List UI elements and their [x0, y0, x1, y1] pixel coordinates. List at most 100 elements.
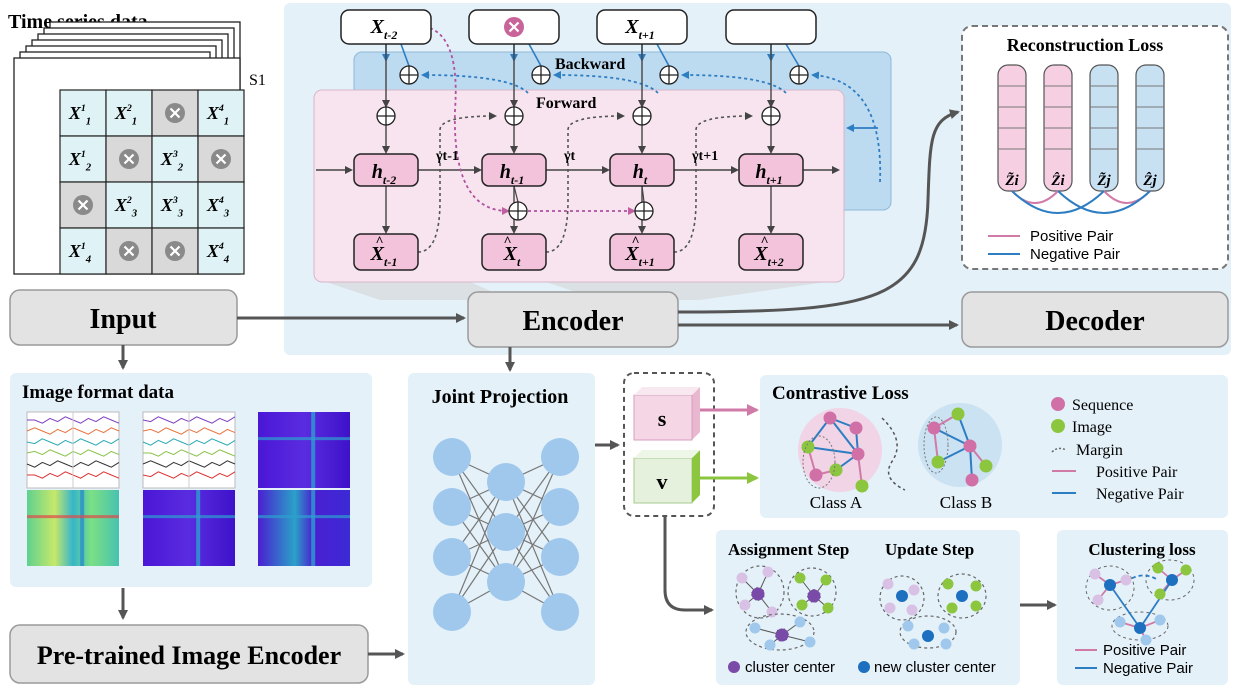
cluster-boundary	[1111, 611, 1169, 641]
class-a-node	[809, 468, 823, 482]
gamma-label: γt+1	[691, 149, 718, 164]
cluster-point	[1180, 564, 1192, 576]
negative-arc	[1011, 190, 1105, 214]
cluster-point	[906, 604, 918, 616]
legend-positive-text: Positive Pair	[1096, 464, 1178, 481]
forward-sum-icon	[632, 106, 652, 126]
output-label: Xt+2	[753, 243, 784, 269]
class-a-node	[851, 447, 865, 461]
missing-input-icon	[504, 17, 524, 37]
embedding-token: Z̃j	[1096, 171, 1111, 189]
cluster-point	[884, 602, 896, 614]
gamma-label: γt-1	[435, 149, 459, 164]
grid-cell	[59, 89, 107, 137]
grid-cell-value: X33	[160, 195, 184, 220]
sv-embeddings: s v	[623, 372, 759, 517]
cluster-point	[908, 584, 920, 596]
output-label-hat: ^	[504, 235, 512, 250]
missing-cross-b	[169, 107, 181, 119]
input-branch-line	[528, 43, 542, 67]
v-label: v	[657, 469, 668, 494]
class-a-edge	[829, 417, 859, 455]
joint-projection-panel: Joint Projection	[408, 373, 595, 685]
cluster-point	[762, 566, 774, 578]
nn-node	[487, 513, 525, 551]
cluster-point	[739, 599, 751, 611]
legend-margin-text: Margin	[1076, 442, 1123, 459]
contrastive-title: Contrastive Loss	[772, 383, 909, 404]
missing-cross-b	[77, 199, 89, 211]
forward-sum-icon	[504, 106, 524, 126]
class-b-label: Class B	[940, 493, 992, 512]
cluster-point	[938, 622, 950, 634]
missing-cross-b	[123, 153, 135, 165]
cluster-point	[908, 638, 920, 650]
output-box	[609, 233, 675, 271]
class-a-node	[823, 411, 837, 425]
missing-value-icon	[165, 241, 185, 261]
missing-value-icon	[119, 241, 139, 261]
hidden-state-label: ht-2	[372, 161, 396, 187]
class-a-margin	[802, 435, 836, 489]
nn-node	[541, 438, 579, 476]
grid-cell-value: X23	[114, 195, 138, 220]
input-label: Input	[90, 304, 158, 335]
grid-cell-value: X12	[68, 149, 92, 174]
grid-cell	[59, 227, 107, 275]
cluster-boundary	[1085, 565, 1135, 611]
hidden-state-box	[353, 153, 419, 187]
output-feedback-dotted	[417, 112, 497, 253]
backward-sum-icon	[659, 65, 679, 85]
cluster-point	[1120, 574, 1132, 586]
cluster-point	[1092, 594, 1104, 606]
gamma-label: γt	[563, 149, 576, 164]
pink-skip-arrow	[429, 27, 510, 215]
recon-legend-negative: Negative Pair	[1030, 246, 1120, 263]
nn-node	[433, 538, 471, 576]
decay-sum-icon	[508, 201, 528, 221]
backward-label: Backward	[555, 56, 625, 73]
cluster-boundary	[937, 573, 987, 619]
negative-edge	[1139, 579, 1173, 629]
output-label: Xt	[503, 243, 521, 269]
class-b-node	[965, 473, 979, 487]
cluster-point	[882, 578, 894, 590]
missing-cross-b	[508, 21, 520, 33]
hidden-state-box	[738, 153, 804, 187]
cluster-boundary	[1145, 559, 1195, 601]
update-title: Update Step	[885, 540, 974, 559]
input-branch-line	[400, 43, 410, 67]
grid-cell-value: X41	[206, 103, 229, 128]
recon-legend-positive: Positive Pair	[1030, 228, 1113, 245]
class-b-node	[979, 459, 993, 473]
class-b-node	[927, 421, 941, 435]
cluster-point	[736, 572, 748, 584]
contrastive-loss-panel: Contrastive Loss Class A Class B Sequenc…	[760, 375, 1228, 518]
legend-negative-text: Negative Pair	[1096, 486, 1184, 503]
embedding-token: Z̃i	[1004, 171, 1019, 189]
legend-margin-mark	[1051, 447, 1067, 453]
grid-cell	[151, 135, 199, 183]
decoder-block	[961, 291, 1229, 348]
cluster-center	[1104, 579, 1116, 591]
assignment-panel: Assignment Step Update Step cluster cent…	[716, 530, 1020, 685]
pretrained-encoder-label: Pre-trained Image Encoder	[37, 641, 341, 670]
grid-cell	[197, 227, 245, 275]
grid-cell-value: X11	[68, 103, 91, 128]
grid-cell	[197, 89, 245, 137]
grid-cell-value: X14	[68, 241, 92, 266]
new-cluster-center	[922, 630, 934, 642]
missing-cross-b	[215, 153, 227, 165]
nn-node	[541, 488, 579, 526]
output-label: Xt+1	[624, 243, 655, 269]
margin-curve	[881, 417, 906, 491]
input-token: Xt+1	[624, 16, 655, 42]
image-format-title: Image format data	[22, 382, 174, 403]
cluster-point	[946, 602, 958, 614]
missing-value-icon	[119, 149, 139, 169]
cluster-point	[796, 599, 808, 611]
missing-value-icon	[165, 103, 185, 123]
clustering-panel: Clustering loss Positive Pair Negative P…	[1057, 530, 1228, 685]
